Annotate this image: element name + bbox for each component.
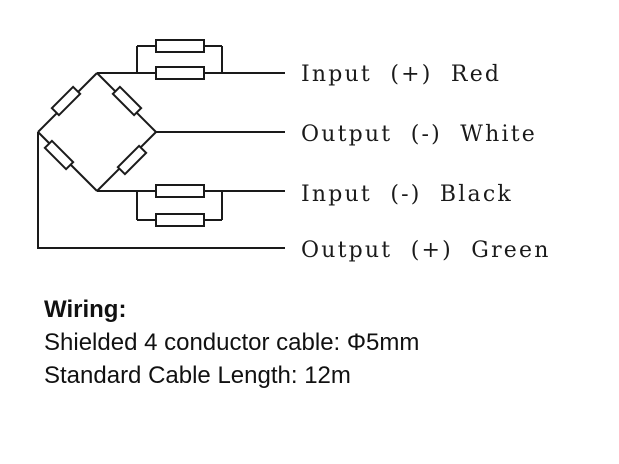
output-plus-wire (37, 132, 285, 249)
wiring-specification: Wiring: Shielded 4 conductor cable: Φ5mm… (44, 293, 419, 392)
top-compensation-resistor-2 (155, 66, 205, 80)
top-compensation-network (97, 39, 285, 80)
top-compensation-resistor-1 (155, 39, 205, 53)
terminal-label-input-minus: Input (-) Black (301, 182, 513, 207)
terminal-label-input-plus: Input (+) Red (301, 62, 501, 87)
bridge-circuit (37, 72, 157, 192)
bridge-resistor-top-left (50, 85, 82, 117)
terminal-label-output-minus: Output (-) White (301, 122, 537, 147)
bridge-resistor-top-right (111, 85, 143, 117)
load-cell-wiring-diagram: Input (+) Red Output (-) White Input (-)… (37, 39, 551, 263)
wiring-title: Wiring: (44, 296, 127, 323)
cable-length-spec: Standard Cable Length: 12m (44, 362, 351, 389)
bottom-compensation-resistor-1 (155, 184, 205, 198)
bottom-compensation-network (97, 184, 285, 227)
terminal-label-output-plus: Output (+) Green (301, 238, 551, 263)
cable-spec: Shielded 4 conductor cable: Φ5mm (44, 329, 420, 356)
bridge-resistor-bottom-right (116, 144, 148, 176)
bridge-resistor-bottom-left (43, 139, 75, 171)
bottom-compensation-resistor-2 (155, 213, 205, 227)
